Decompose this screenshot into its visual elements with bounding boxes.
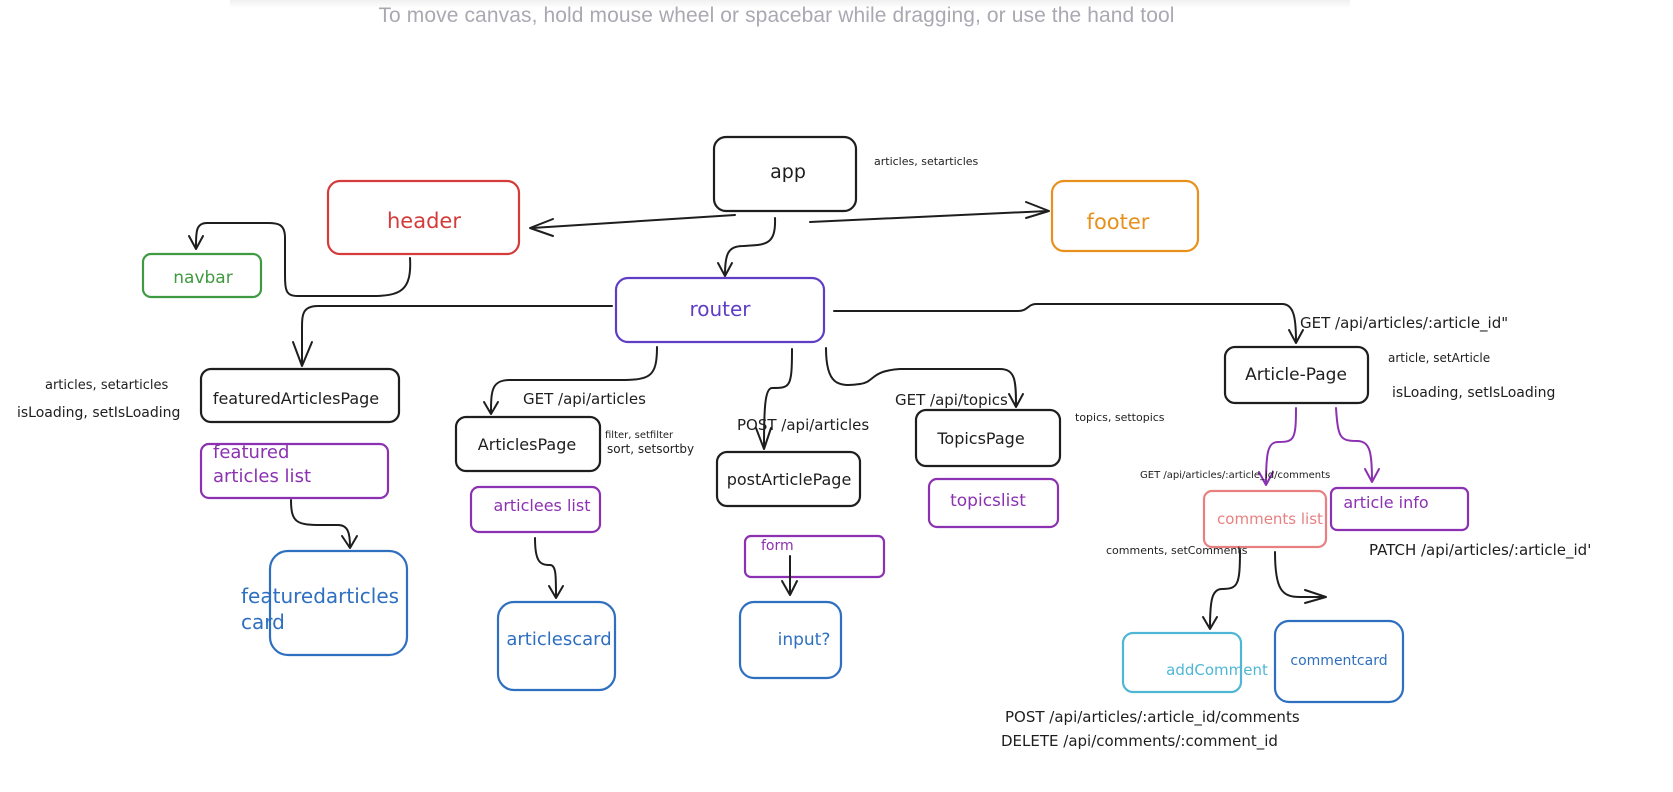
commentcard-label: commentcard [1290, 653, 1387, 669]
articles-filter-note: filter, setfilter [605, 430, 674, 441]
article-info-label: article info [1343, 493, 1428, 512]
header-node[interactable]: header [326, 179, 521, 256]
post-article-page-node[interactable]: postArticlePage [715, 450, 862, 508]
featured-articles-list-label-1: featured [213, 442, 289, 463]
topicslist-node[interactable]: topicslist [927, 477, 1060, 529]
delete-comment-note: DELETE /api/comments/:comment_id [1001, 732, 1278, 751]
arrow-app-header [529, 214, 736, 237]
arrow-comments-add-comment [1202, 549, 1241, 630]
toolbar-shadow [230, 0, 1350, 8]
featured-articles-card-label-2: card [241, 610, 285, 634]
input-node[interactable]: input? [738, 600, 843, 680]
commentcard-node[interactable]: commentcard [1273, 619, 1405, 704]
arrow-app-router [717, 217, 777, 277]
app-node[interactable]: app [712, 135, 858, 213]
arrow-router-article-page [833, 303, 1304, 344]
articlees-list-node[interactable]: articlees list [469, 485, 602, 534]
featured-articles-card-label-1: featuredarticles [241, 584, 399, 608]
article-page-label: Article-Page [1245, 365, 1347, 385]
featured-articles-page-node[interactable]: featuredArticlesPage [199, 367, 401, 424]
article-state-note: article, setArticle [1388, 351, 1490, 365]
comments-state-note: comments, setComments [1106, 544, 1248, 557]
arrow-form-input [781, 555, 798, 596]
article-info-node[interactable]: article info [1329, 486, 1470, 532]
arrow-router-post-article [755, 348, 793, 450]
navbar-node[interactable]: navbar [141, 252, 263, 299]
articlescard-node[interactable]: articlescard [496, 600, 617, 692]
articlescard-label: articlescard [506, 629, 611, 650]
get-article-id-note: GET /api/articles/:article_id" [1300, 314, 1508, 333]
arrow-article-page-comments [1258, 407, 1297, 486]
post-articles-note: POST /api/articles [737, 416, 869, 434]
arrow-router-articles-page [483, 346, 658, 415]
app-label: app [770, 161, 806, 183]
arrow-comments-commentcard [1274, 551, 1327, 604]
add-comment-label: addComment [1166, 661, 1268, 679]
topics-page-node[interactable]: TopicsPage [914, 408, 1062, 468]
form-node[interactable]: form [743, 534, 886, 579]
navbar-label: navbar [173, 268, 232, 288]
router-node[interactable]: router [614, 276, 826, 344]
comments-list-label: comments list [1217, 510, 1323, 528]
arrow-header-navbar [188, 222, 412, 297]
featured-articles-list-node[interactable]: featured articles list [199, 442, 390, 500]
featured-articles-list-label-2: articles list [213, 466, 311, 487]
article-page-node[interactable]: Article-Page [1223, 345, 1370, 405]
arrow-router-topics-page [825, 347, 1024, 408]
featured-state-note-2: isLoading, setIsLoading [17, 405, 180, 421]
topicslist-label: topicslist [950, 491, 1026, 511]
app-state-note: articles, setarticles [874, 155, 979, 168]
get-comments-note: GET /api/articles/:article_id/comments [1140, 470, 1330, 481]
featured-state-note-1: articles, setarticles [45, 378, 168, 393]
post-article-page-label: postArticlePage [727, 470, 852, 489]
articles-page-node[interactable]: ArticlesPage [454, 415, 602, 473]
header-label: header [387, 209, 461, 233]
articlees-list-label: articlees list [494, 496, 591, 515]
footer-label: footer [1087, 210, 1150, 234]
topics-state-note: topics, settopics [1075, 411, 1165, 424]
articles-sort-note: sort, setsortby [607, 442, 694, 456]
featured-articles-page-label: featuredArticlesPage [213, 389, 379, 408]
arrow-router-featured [292, 305, 613, 367]
patch-article-note: PATCH /api/articles/:article_id' [1369, 541, 1591, 560]
router-label: router [689, 297, 751, 321]
add-comment-node[interactable]: addComment [1121, 631, 1268, 694]
featured-articles-card-node[interactable]: featuredarticles card [241, 549, 409, 657]
topics-page-label: TopicsPage [936, 429, 1024, 448]
footer-node[interactable]: footer [1050, 179, 1200, 253]
arrow-article-page-info [1335, 407, 1380, 483]
get-topics-note: GET /api/topics [895, 391, 1008, 409]
get-articles-note: GET /api/articles [523, 390, 646, 408]
arrow-app-footer [809, 201, 1050, 223]
arrow-featured-list-card [290, 499, 358, 549]
comments-list-node[interactable]: comments list [1202, 489, 1328, 549]
article-loading-note: isLoading, setIsLoading [1392, 385, 1555, 401]
input-label: input? [778, 630, 831, 650]
post-comments-note: POST /api/articles/:article_id/comments [1005, 708, 1300, 727]
arrow-articlees-list-card [534, 537, 564, 599]
canvas-hint: To move canvas, hold mouse wheel or spac… [378, 4, 1175, 27]
form-label: form [761, 538, 794, 554]
articles-page-label: ArticlesPage [478, 435, 576, 454]
